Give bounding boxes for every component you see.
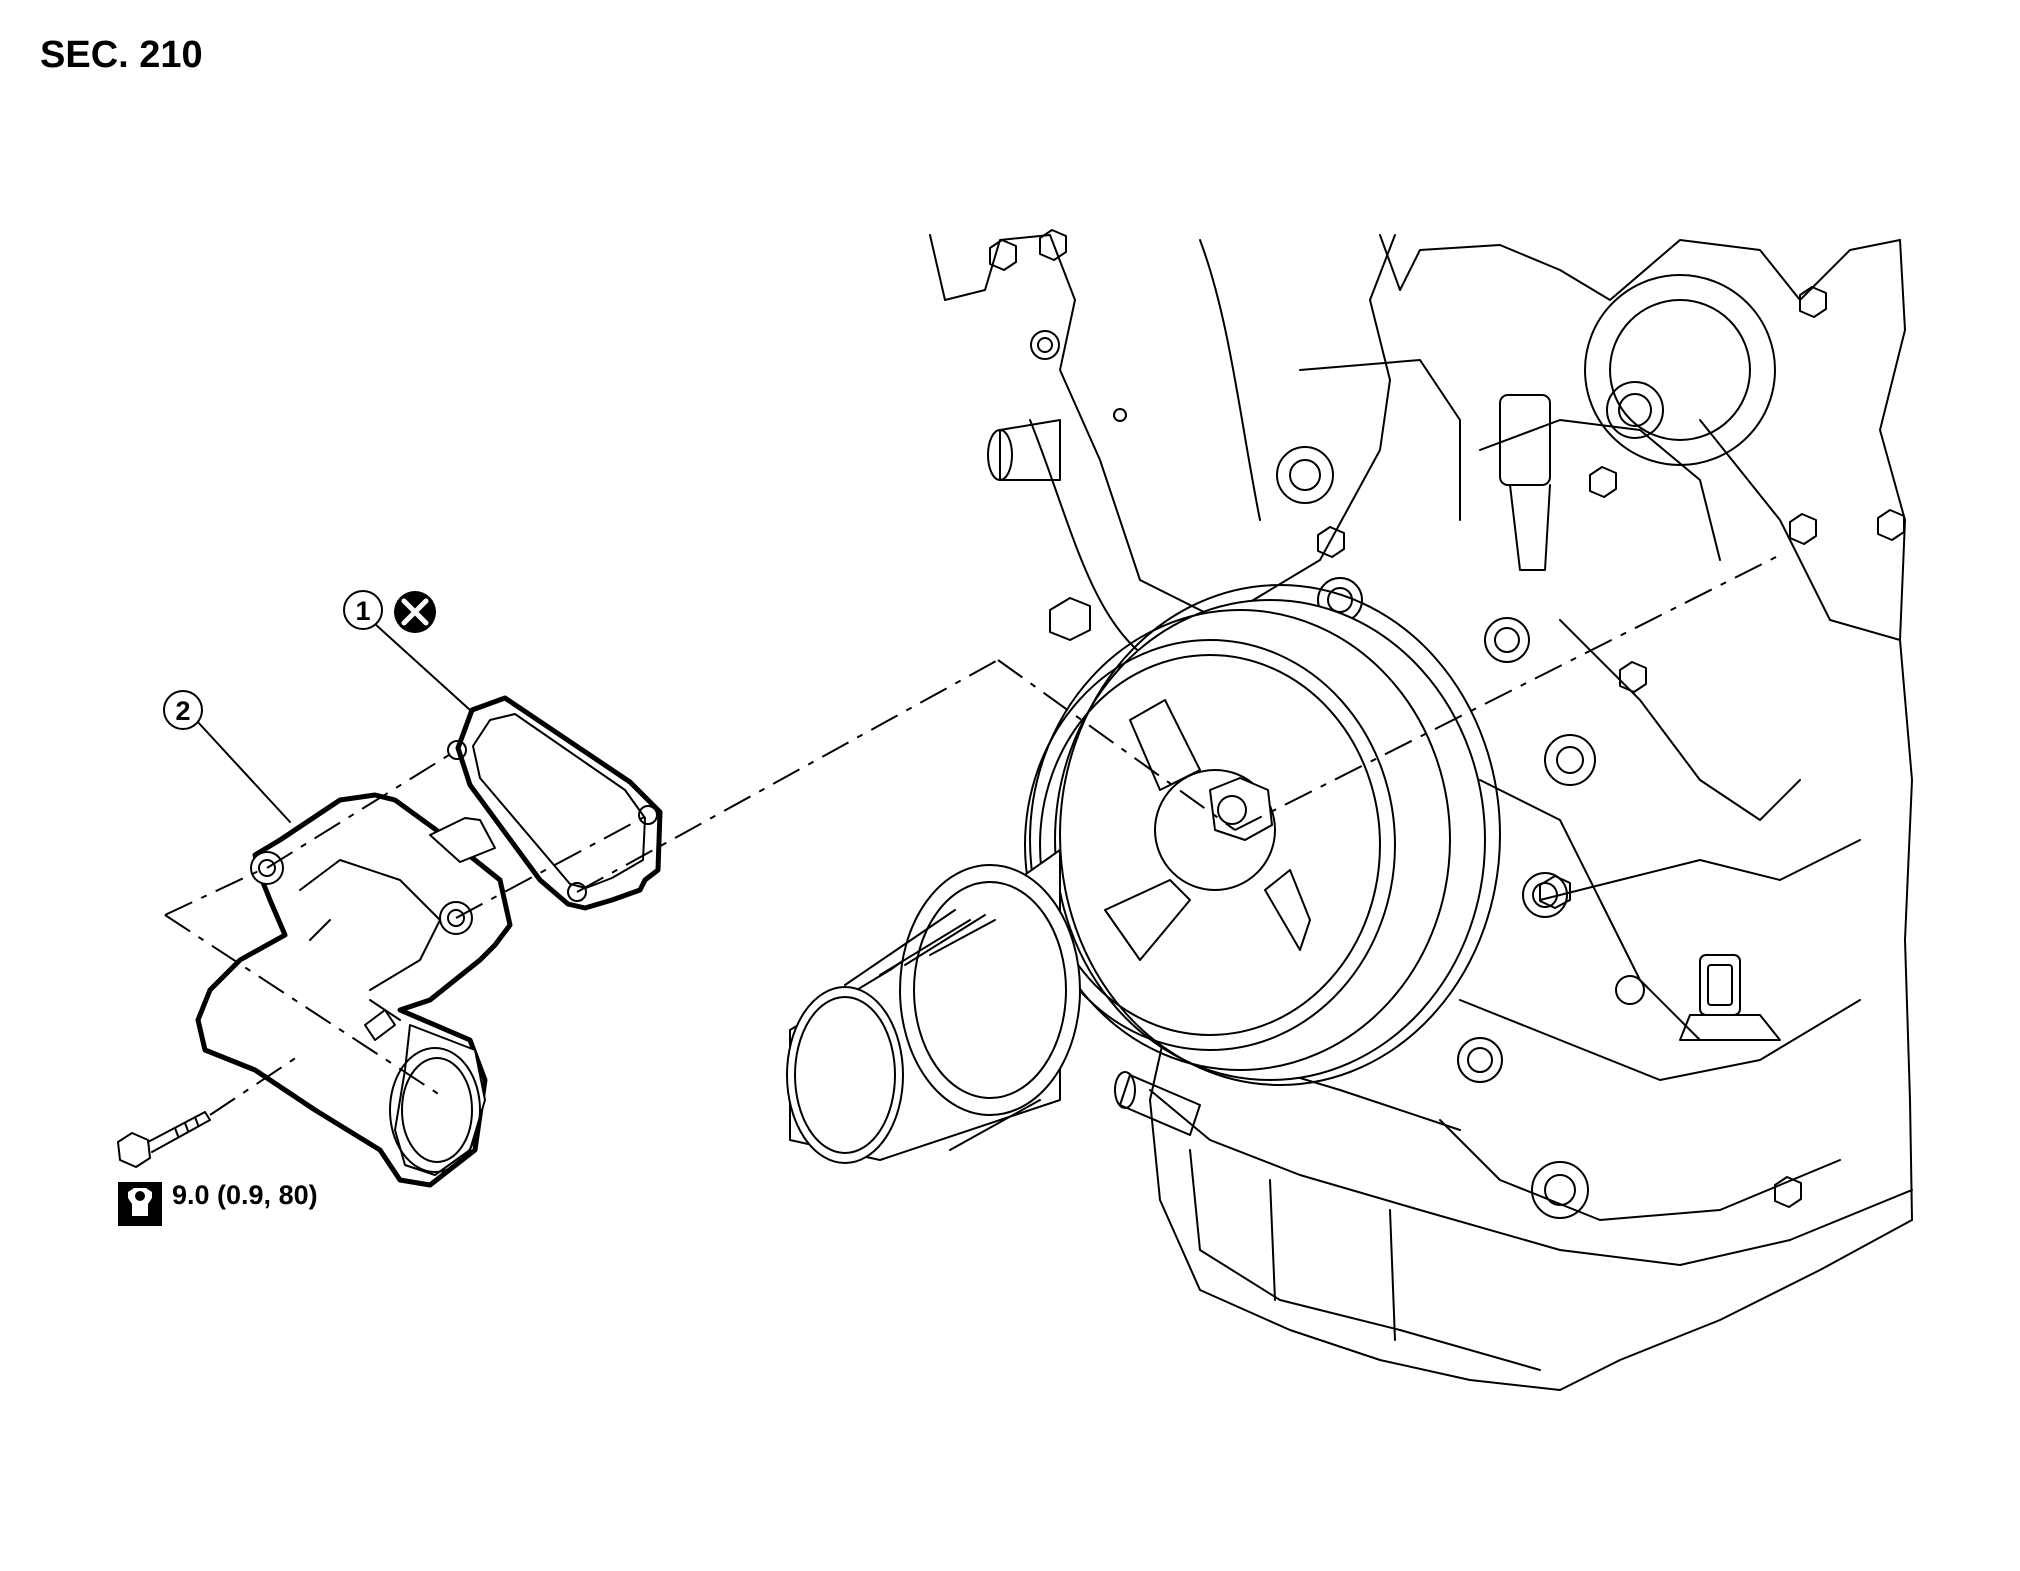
do-not-reuse-icon: [394, 591, 436, 633]
engine-front-view: [786, 229, 1913, 1391]
callout-1-number: 1: [355, 596, 370, 626]
callout-2-number: 2: [175, 696, 190, 726]
section-label: SEC. 210: [40, 34, 203, 76]
gasket: [447, 695, 663, 911]
torque-spec: 9.0 (0.9, 80): [172, 1180, 318, 1210]
callout-2: 2: [163, 690, 291, 823]
assembly-guide-lines: [164, 554, 1781, 1116]
callout-1: 1: [343, 590, 471, 711]
housing-bolt: [117, 1111, 211, 1168]
oil-filter: [786, 849, 1081, 1164]
thermostat-housing: [195, 792, 513, 1188]
torque-wrench-icon: [118, 1182, 162, 1226]
crankshaft-pulley: [1024, 584, 1501, 1086]
